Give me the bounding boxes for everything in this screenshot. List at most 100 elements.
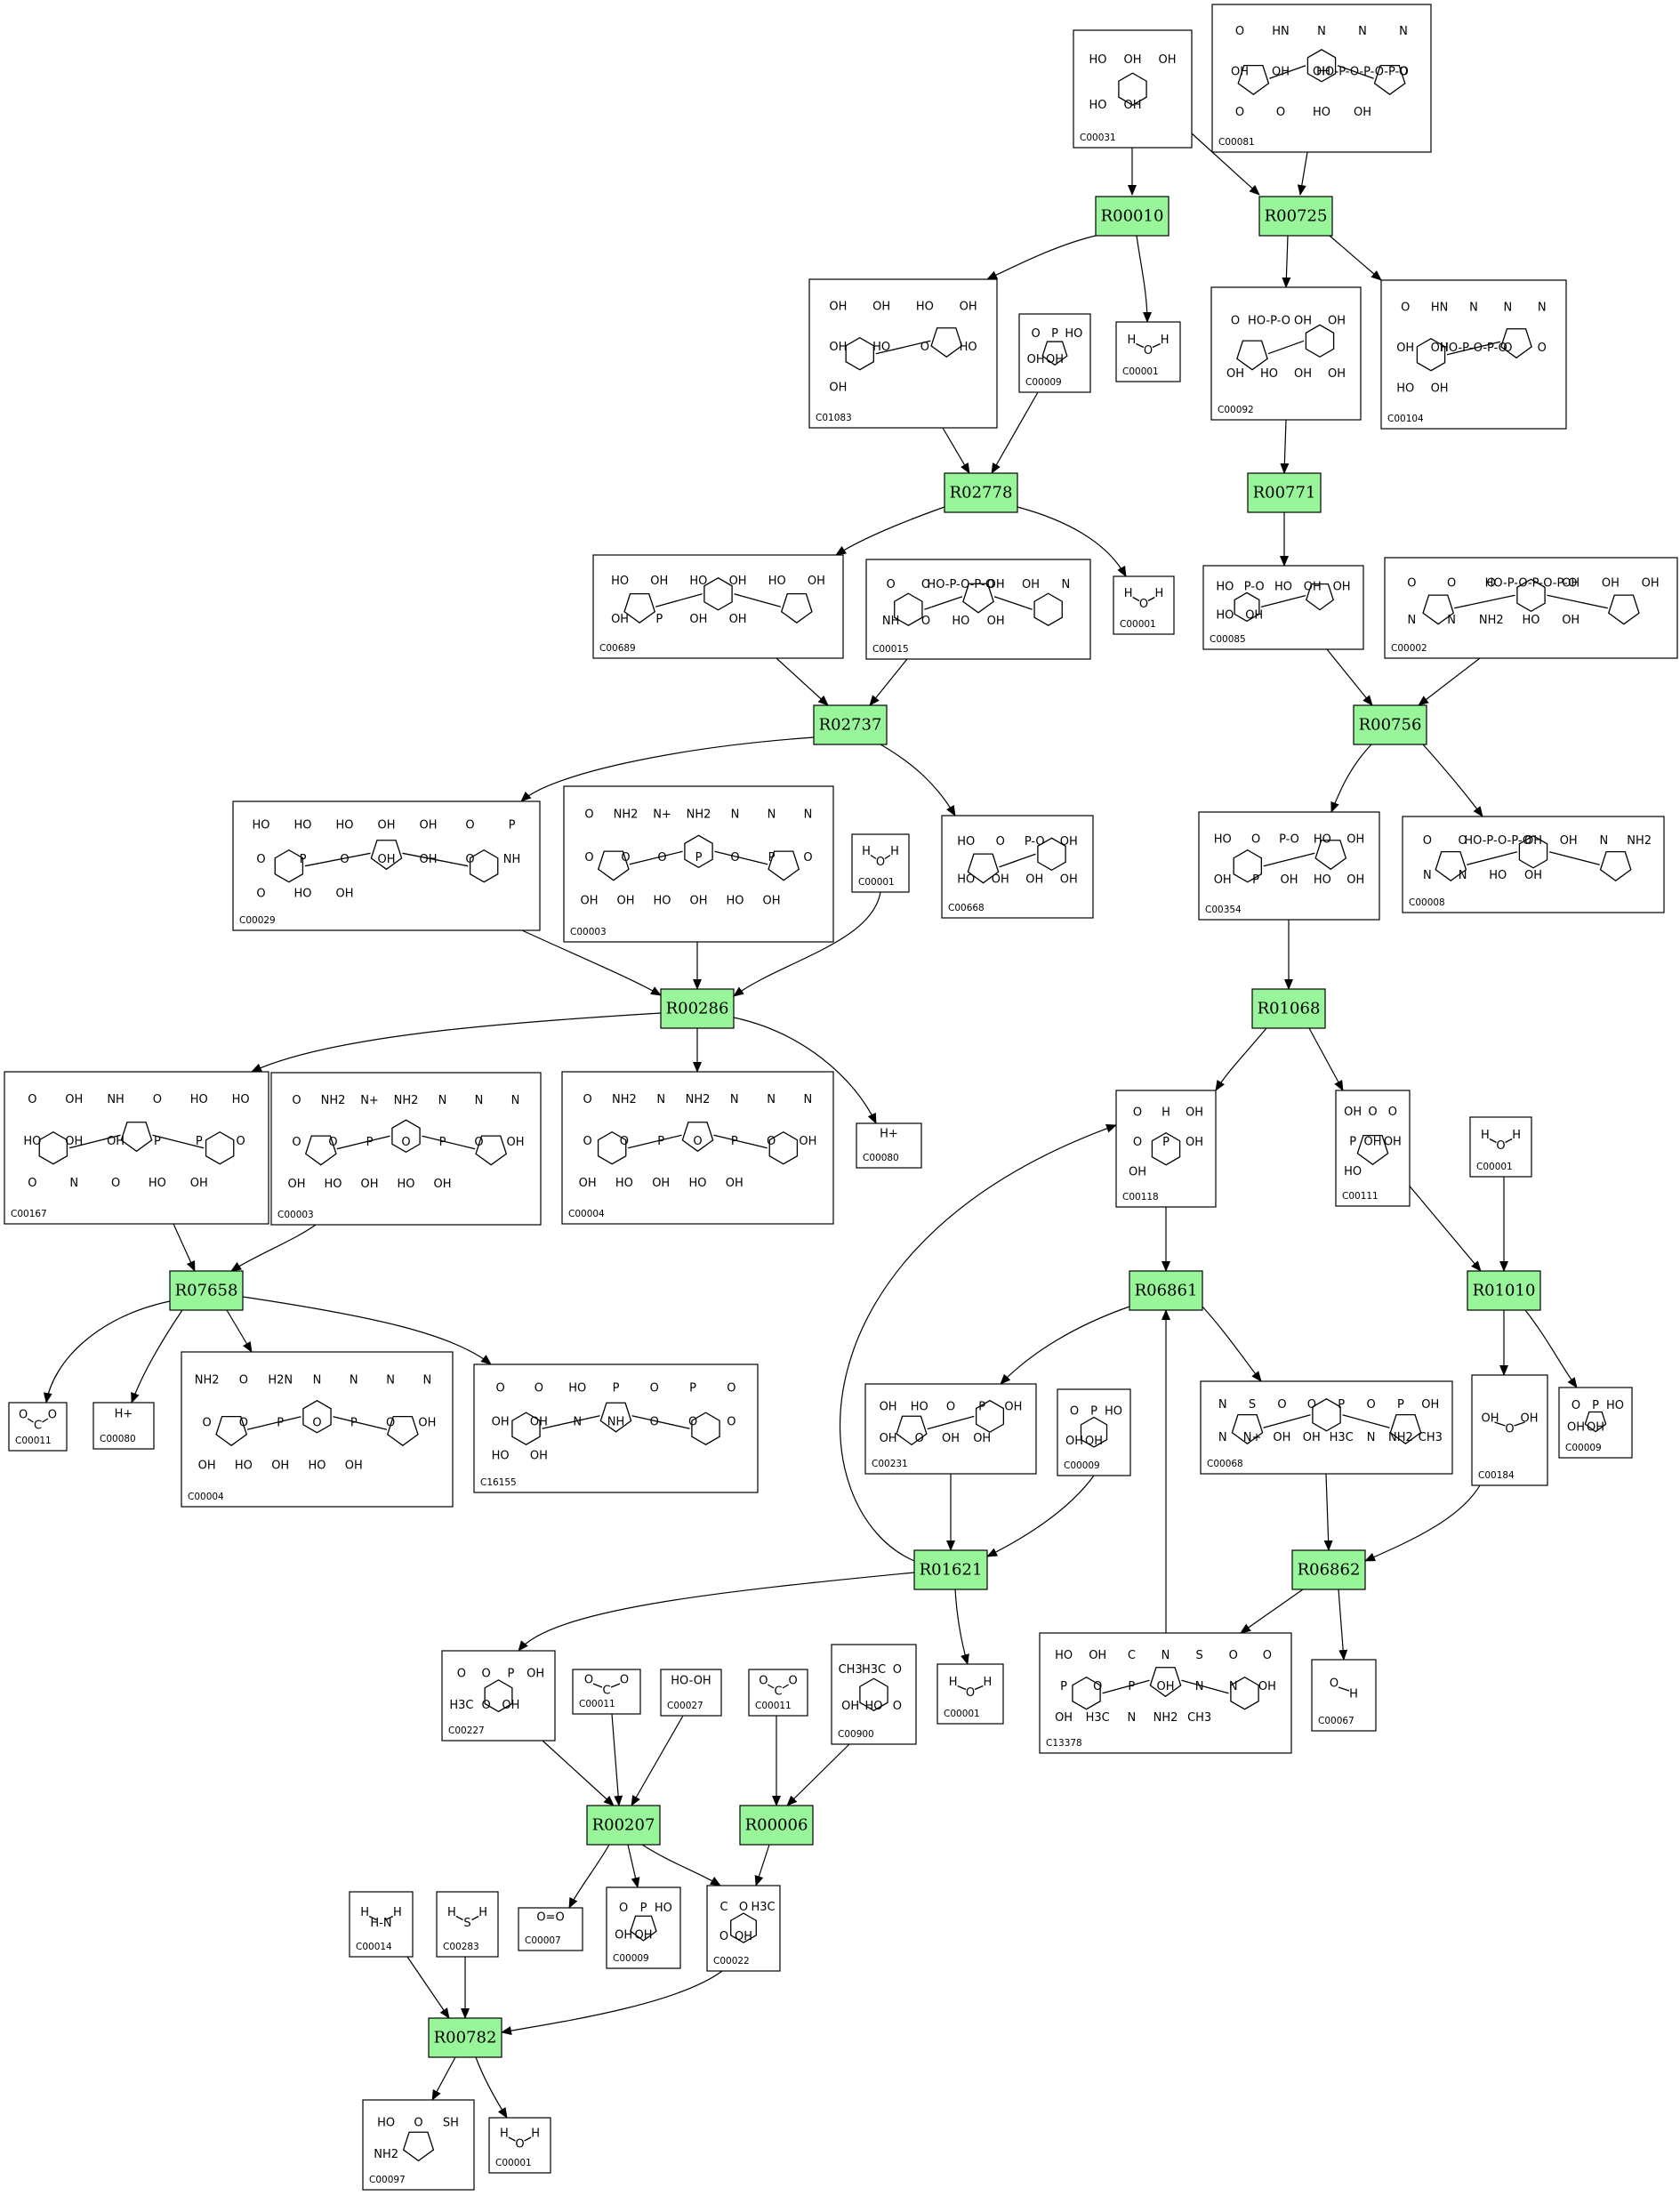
- reaction-node-R06862[interactable]: R06862: [1291, 1549, 1366, 1590]
- reaction-node-R06861[interactable]: R06861: [1129, 1270, 1203, 1311]
- reaction-node-R00006[interactable]: R00006: [739, 1805, 814, 1846]
- ring: [768, 850, 800, 881]
- reaction-node-R00725[interactable]: R00725: [1258, 196, 1333, 237]
- reaction-node-R00286[interactable]: R00286: [660, 988, 735, 1029]
- reaction-node-R02737[interactable]: R02737: [813, 704, 888, 745]
- atom-label: OH: [973, 1432, 991, 1445]
- reaction-node-R01621[interactable]: R01621: [913, 1549, 988, 1590]
- atom-label: O: [1487, 576, 1496, 590]
- atom-label: OH: [1562, 614, 1580, 627]
- atom-label: OH: [198, 1460, 216, 1473]
- compound-label: C00001: [1122, 366, 1159, 377]
- reaction-node-R00782[interactable]: R00782: [428, 2017, 502, 2058]
- ring: [1151, 1131, 1181, 1166]
- reaction-node-R00771[interactable]: R00771: [1247, 472, 1322, 513]
- edge-R00006-to-c47: [754, 1844, 770, 1886]
- ring: [623, 592, 656, 624]
- atom-label: C: [774, 1685, 782, 1699]
- compound-node-C00080[interactable]: H+C00080: [92, 1402, 155, 1450]
- compound-label: C00283: [443, 1942, 479, 1952]
- ring: [1416, 337, 1446, 372]
- atom-label: HO: [1489, 869, 1507, 882]
- atom-label: N+: [1243, 1431, 1262, 1444]
- edge-c6-to-R00771: [1280, 419, 1290, 474]
- atom-label: O: [1447, 576, 1456, 590]
- reaction-node-R01010[interactable]: R01010: [1467, 1270, 1541, 1311]
- ring: [1422, 594, 1455, 625]
- atom-label: OH: [611, 613, 629, 626]
- ring: [1500, 328, 1532, 359]
- atom-label: O: [1503, 342, 1512, 355]
- reaction-node-R00756[interactable]: R00756: [1353, 704, 1427, 745]
- reaction-node-R01068[interactable]: R01068: [1251, 988, 1326, 1029]
- atom-label: HO-P-O-P-O-P-O: [1316, 66, 1409, 79]
- reaction-box: [913, 1549, 988, 1590]
- reaction-node-R00010[interactable]: R00010: [1095, 196, 1170, 237]
- atom-label: HO: [492, 1450, 510, 1463]
- atom-label: H: [393, 1906, 402, 1919]
- atom-label: O: [256, 887, 265, 900]
- compound-node-C00080[interactable]: H+C00080: [856, 1122, 922, 1169]
- atom-label: OH: [1060, 873, 1078, 886]
- reaction-node-R02778[interactable]: R02778: [944, 472, 1018, 513]
- reaction-node-R00207[interactable]: R00207: [586, 1805, 661, 1846]
- reaction-node-R07658[interactable]: R07658: [169, 1270, 244, 1311]
- ring: [1373, 64, 1406, 96]
- reaction-label: R01621: [920, 1561, 983, 1580]
- compound-box: [4, 1071, 269, 1225]
